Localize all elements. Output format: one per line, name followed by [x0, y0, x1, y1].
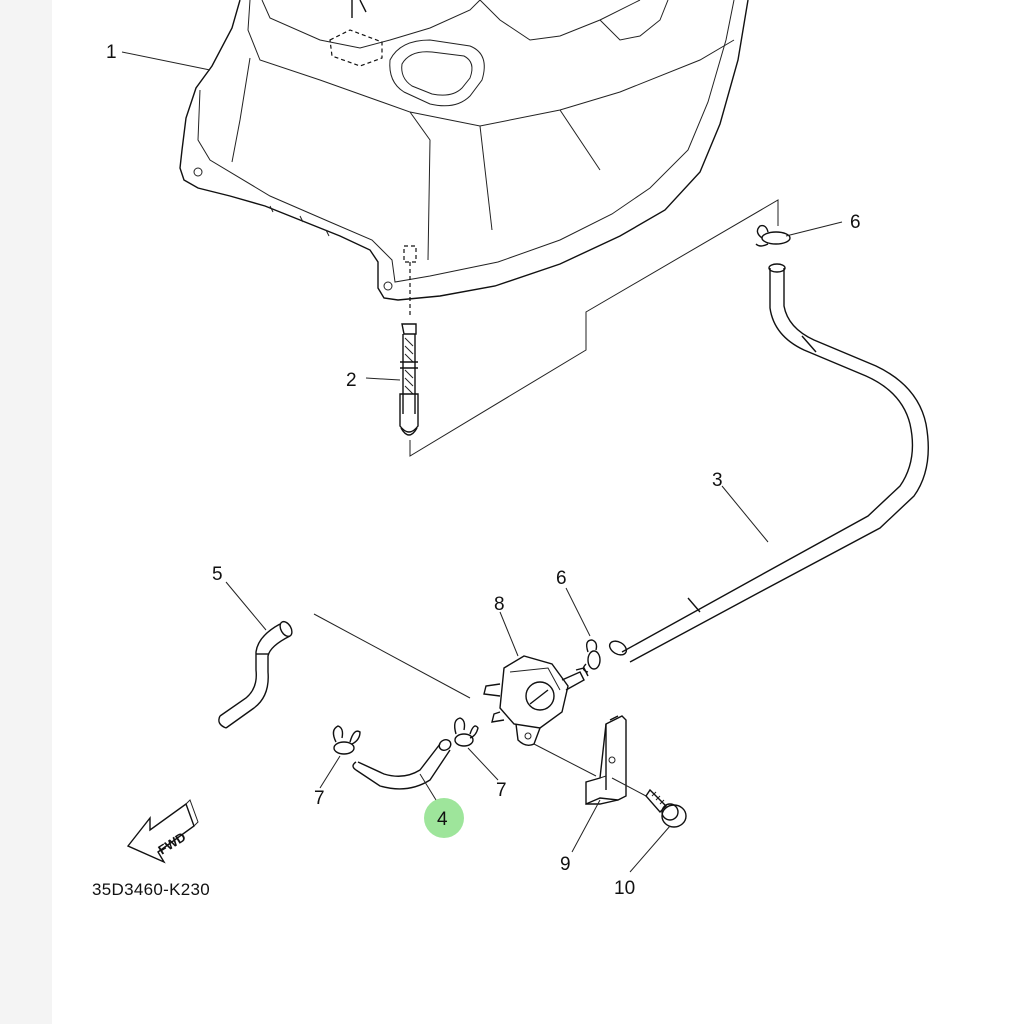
- callout-9: 9: [560, 854, 571, 875]
- bolt: [645, 788, 687, 828]
- callout-2: 2: [346, 370, 357, 391]
- callout-7-left: 7: [314, 788, 325, 809]
- route-line-5: [313, 613, 471, 699]
- fuel-cock: [483, 655, 589, 747]
- callout-7-right: 7: [496, 780, 507, 801]
- highlight-marker: [424, 798, 464, 838]
- callout-6-mid: 6: [556, 568, 567, 589]
- hose-clip-mid: [582, 639, 601, 673]
- fuel-hose-long: [608, 263, 929, 663]
- hose-short-5: [218, 620, 293, 729]
- callout-4: 4: [437, 809, 448, 830]
- fuel-tank: [179, 0, 749, 316]
- bracket: [585, 715, 627, 806]
- callout-10: 10: [614, 878, 635, 899]
- callout-5: 5: [212, 564, 223, 585]
- callout-8: 8: [494, 594, 505, 615]
- fuel-strainer: [399, 323, 419, 436]
- callout-1: 1: [106, 42, 117, 63]
- hose-clip-right: [453, 717, 479, 747]
- leader-lines: [121, 51, 843, 873]
- route-line-9: [533, 743, 597, 777]
- hose-clip-left: [332, 725, 361, 755]
- callout-3: 3: [712, 470, 723, 491]
- route-line-10: [611, 777, 647, 797]
- hose-short-4: [352, 739, 452, 790]
- drawing-code: 35D3460-K230: [92, 880, 210, 899]
- hose-clip-top: [755, 224, 791, 247]
- page-background: [52, 0, 1024, 1024]
- callout-6-top: 6: [850, 212, 861, 233]
- forward-direction-arrow: FWD: [126, 799, 199, 864]
- route-frame: [409, 199, 779, 457]
- callout-labels: 1 2 3 4 5 6 6 7 7 8 9 10: [106, 42, 861, 899]
